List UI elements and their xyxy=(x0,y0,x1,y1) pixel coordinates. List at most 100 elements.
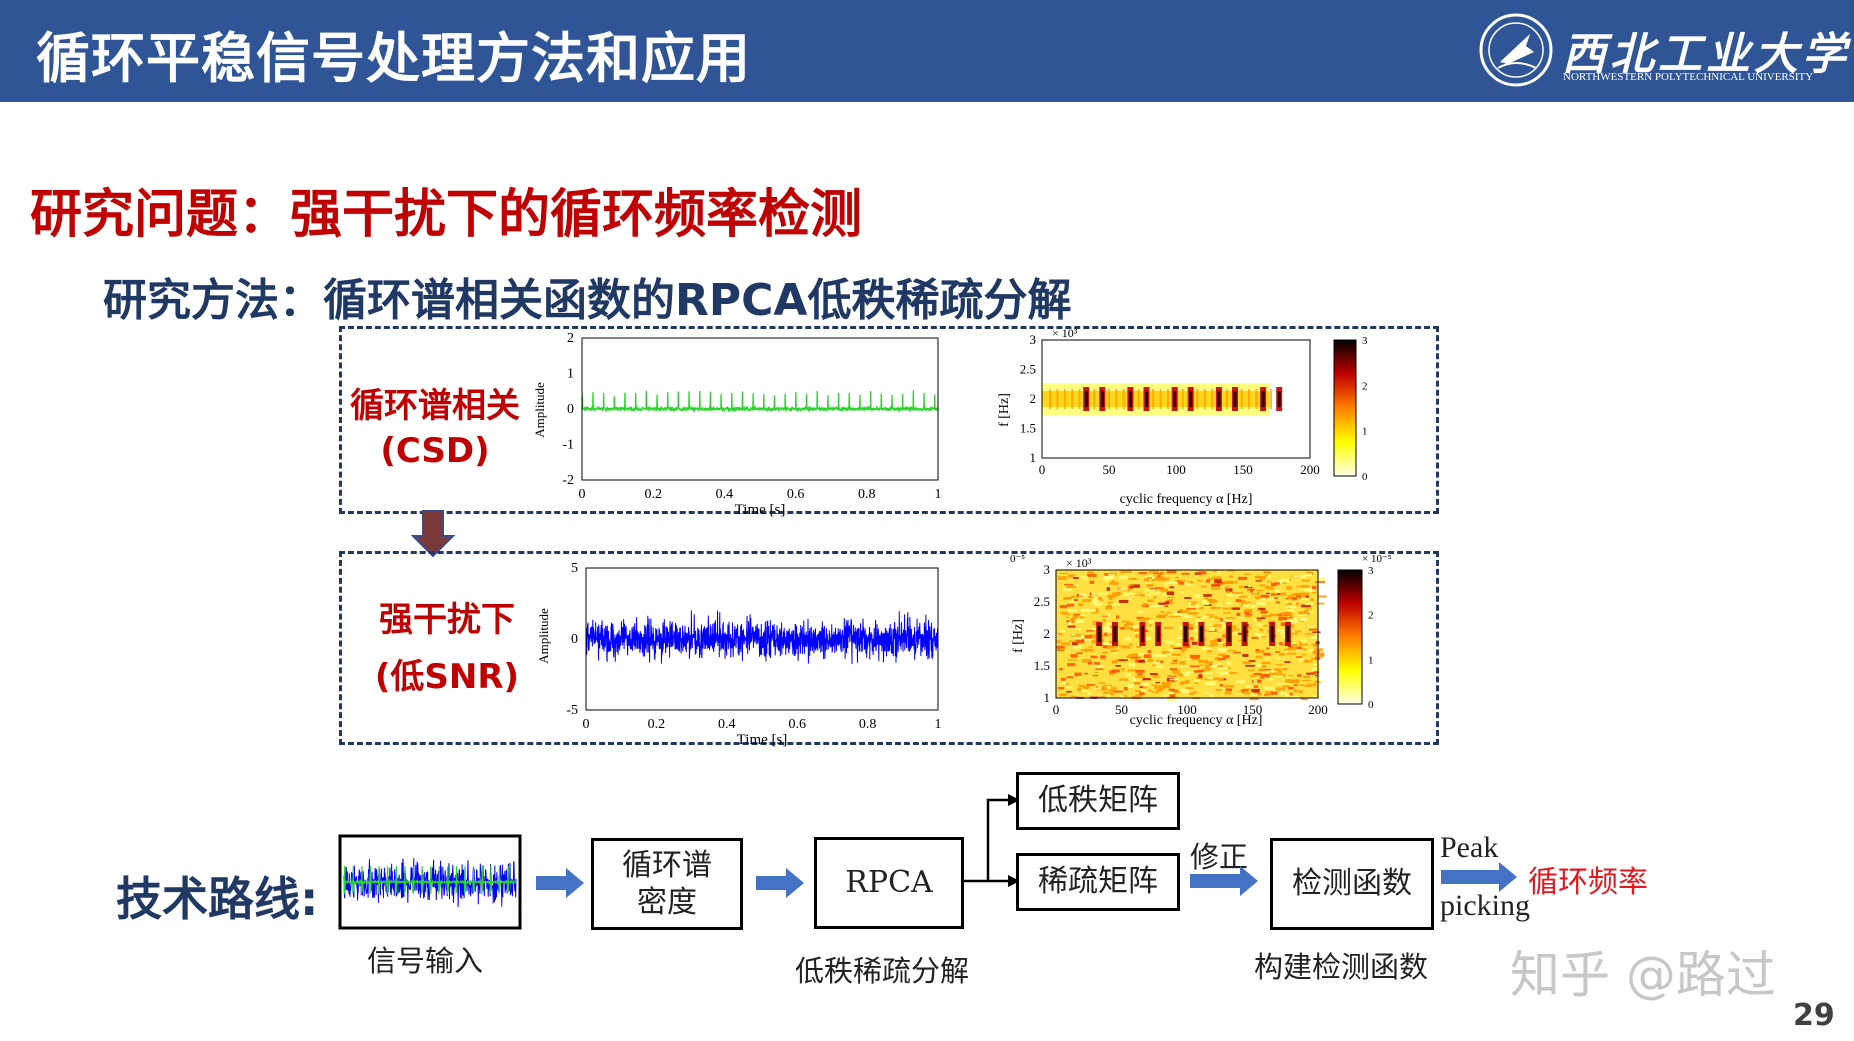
x-tick-label: 0 xyxy=(1053,702,1060,717)
heatmap-cell xyxy=(1253,590,1257,594)
heatmap-cell xyxy=(1285,693,1290,697)
heatmap-cell xyxy=(1136,616,1144,620)
heatmap-cell xyxy=(1227,667,1231,669)
heatmap-cell xyxy=(1253,685,1258,688)
heatmap-cell xyxy=(1128,663,1136,667)
heatmap-cell xyxy=(1266,597,1274,601)
input-caption: 信号输入 xyxy=(367,944,484,978)
heatmap-cell xyxy=(1245,613,1253,616)
heatmap-cell xyxy=(1179,591,1184,594)
heatmap-cell xyxy=(1130,628,1137,631)
heatmap-cell xyxy=(1080,616,1084,619)
heatmap-cell xyxy=(1287,617,1298,620)
heatmap-cell xyxy=(1210,694,1214,698)
page-number: 29 xyxy=(1793,998,1835,1033)
heatmap-cell xyxy=(1143,654,1152,658)
heatmap-cell xyxy=(1299,620,1305,622)
heatmap-cell xyxy=(1118,678,1128,681)
heatmap-cell xyxy=(1168,615,1176,618)
heatmap-cell xyxy=(1248,585,1252,588)
heatmap-cell xyxy=(1224,586,1230,590)
technical-route-label: 技术路线: xyxy=(116,872,319,926)
heatmap-cell xyxy=(1074,628,1082,630)
heatmap-streak xyxy=(1137,389,1140,409)
heatmap-cell xyxy=(1308,626,1314,629)
heatmap-cell xyxy=(1066,603,1074,607)
heatmap-cell xyxy=(1168,691,1174,695)
heatmap-cell xyxy=(1264,674,1268,677)
heatmap-cell xyxy=(1265,592,1271,595)
heatmap-cell xyxy=(1078,596,1085,598)
heatmap-cell xyxy=(1210,606,1215,610)
heatmap-cell xyxy=(1124,627,1134,630)
heatmap-cell xyxy=(1202,672,1213,675)
heatmap-cell xyxy=(1276,657,1285,660)
heatmap-cell xyxy=(1222,618,1233,621)
heatmap-cell xyxy=(1206,649,1212,653)
heatmap-cell xyxy=(1295,596,1302,599)
y-tick-label: 5 xyxy=(571,561,578,576)
y-tick-label: -1 xyxy=(562,438,574,453)
heatmap-cell xyxy=(1226,601,1232,605)
heatmap-cell xyxy=(1159,688,1163,692)
x-tick-label: 0.8 xyxy=(859,717,877,732)
heatmap-cell xyxy=(1229,575,1233,578)
heatmap-cell xyxy=(1314,632,1318,636)
heatmap-cell xyxy=(1111,580,1115,583)
arrow-right-icon xyxy=(536,868,584,898)
csd-panel xyxy=(339,326,1439,514)
heatmap-cell xyxy=(1165,612,1172,614)
heatmap-cell xyxy=(1217,648,1228,652)
heatmap-peak xyxy=(1184,626,1188,642)
heatmap-cell xyxy=(1135,675,1145,678)
heatmap-cell xyxy=(1148,570,1159,574)
heatmap-cell xyxy=(1301,604,1311,608)
heatmap-cell xyxy=(1282,635,1286,639)
noisy-csd-ylabel: f [Hz] xyxy=(1011,619,1026,653)
heatmap-cell xyxy=(1275,687,1286,691)
heatmap-cell xyxy=(1183,614,1193,619)
heatmap-cell xyxy=(1234,592,1243,594)
heatmap-cell xyxy=(1192,657,1200,661)
heatmap-cell xyxy=(1266,647,1270,650)
heatmap-cell xyxy=(1062,613,1071,616)
heatmap-cell xyxy=(1194,622,1200,626)
thumbnail-signal-line xyxy=(343,866,517,894)
low-snr-label-line2: (低SNR) xyxy=(374,657,520,697)
heatmap-cell xyxy=(1121,570,1126,572)
heatmap-cell xyxy=(1066,686,1072,689)
heatmap-cell xyxy=(1164,582,1168,586)
detection-function-box: 检测函数 xyxy=(1270,838,1434,930)
heatmap-cell xyxy=(1242,654,1249,657)
heatmap-cell xyxy=(1078,684,1085,687)
heatmap-peak xyxy=(1233,391,1237,407)
heatmap-cell xyxy=(1151,684,1158,686)
heatmap-cell xyxy=(1071,633,1081,637)
heatmap-cell xyxy=(1215,617,1221,619)
heatmap-cell xyxy=(1201,668,1211,671)
heatmap-cell xyxy=(1111,660,1116,663)
heatmap-cell xyxy=(1106,623,1112,626)
heatmap-cell xyxy=(1259,578,1264,582)
heatmap-cell xyxy=(1147,599,1154,603)
heatmap-cell xyxy=(1203,602,1210,605)
heatmap-cell xyxy=(1261,635,1267,638)
heatmap-cell xyxy=(1151,578,1157,581)
heatmap-cell xyxy=(1094,654,1099,657)
heatmap-cell xyxy=(1274,582,1280,585)
noisy-csd-corner-left: 0⁻⁵ xyxy=(1010,553,1025,565)
heatmap-cell xyxy=(1214,656,1219,660)
clean-signal-ylabel: Amplitude xyxy=(532,382,547,438)
heatmap-cell xyxy=(1109,672,1115,676)
heatmap-cell xyxy=(1061,681,1068,685)
x-tick-label: 0.4 xyxy=(716,487,734,502)
heatmap-cell xyxy=(1066,676,1074,679)
heatmap-cell xyxy=(1078,593,1087,597)
x-tick-label: 150 xyxy=(1243,702,1263,717)
heatmap-cell xyxy=(1302,579,1311,582)
heatmap-cell xyxy=(1276,683,1286,685)
heatmap-cell xyxy=(1109,581,1119,585)
heatmap-cell xyxy=(1250,674,1256,678)
heatmap-cell xyxy=(1267,581,1272,583)
heatmap-cell xyxy=(1310,672,1317,675)
